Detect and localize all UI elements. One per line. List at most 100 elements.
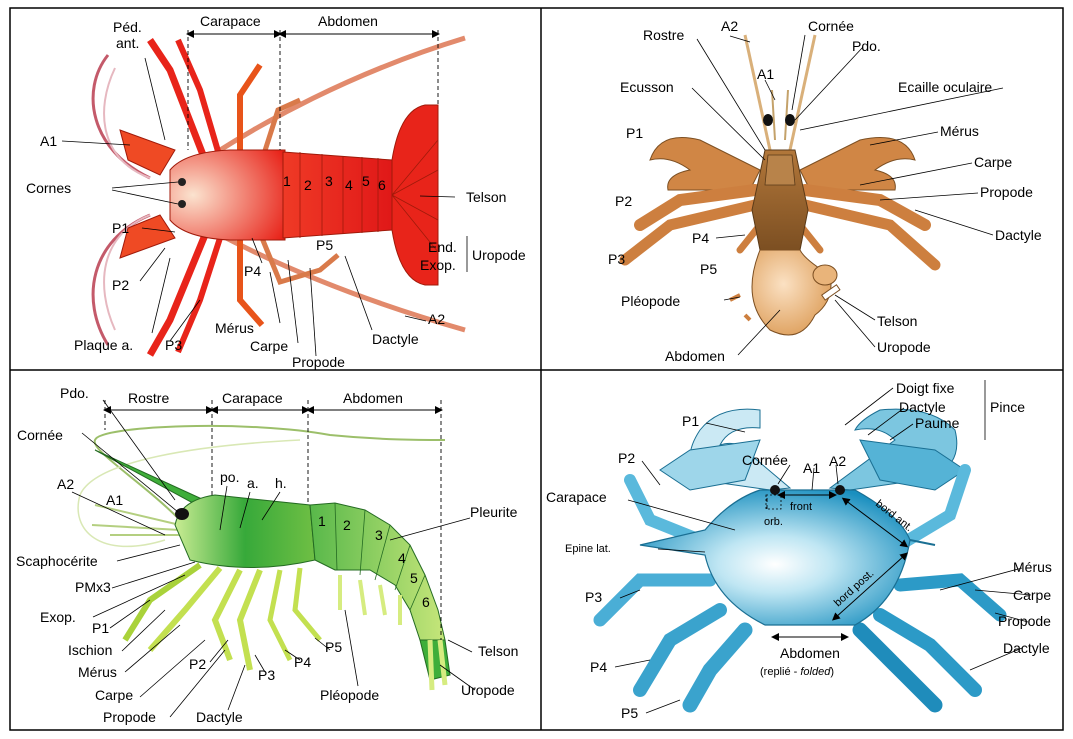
crab-abdomen-label: Abdomen	[780, 645, 840, 661]
shrimp-segment: 5	[410, 570, 418, 586]
hermit-ecaille-label: Ecaille oculaire	[898, 79, 992, 95]
hermit-ecusson-label: Ecusson	[620, 79, 674, 95]
shrimp-segment: 2	[343, 517, 351, 533]
lobster-uropode-label: Uropode	[472, 247, 526, 263]
shrimp-a1-label: A1	[106, 492, 123, 508]
lobster-p2-label: P2	[112, 277, 129, 293]
shrimp-h-label: h.	[275, 475, 287, 491]
lobster-carapace-section: Carapace	[200, 13, 261, 29]
lobster-p3-label: P3	[165, 337, 182, 353]
lobster-a2-label: A2	[428, 311, 445, 327]
crab-pince-label: Pince	[990, 399, 1025, 415]
outer-frame	[10, 8, 1063, 730]
lobster-abdomen-section: Abdomen	[318, 13, 378, 29]
shrimp-telson-label: Telson	[478, 643, 518, 659]
crab-replie-label: (replié - folded)	[760, 666, 834, 678]
hermit-uropode-label: Uropode	[877, 339, 931, 355]
shrimp-exop-label: Exop.	[40, 609, 76, 625]
shrimp-pleurite-label: Pleurite	[470, 504, 518, 520]
lobster-segment: 6	[378, 177, 386, 193]
crab-carapace-label: Carapace	[546, 489, 607, 505]
hermit-telson-label: Telson	[877, 313, 917, 329]
shrimp-propode-label: Propode	[103, 709, 156, 725]
hermit-p5-label: P5	[700, 261, 717, 277]
crab-a2-label: A2	[829, 453, 846, 469]
hermit-merus-label: Mérus	[940, 123, 979, 139]
lobster-plaque-label: Plaque a.	[74, 337, 133, 353]
hermit-abdomen-label: Abdomen	[665, 348, 725, 364]
crab-paume-label: Paume	[915, 415, 960, 431]
shrimp-pdo-label: Pdo.	[60, 385, 89, 401]
shrimp-abdomen-section: Abdomen	[343, 390, 403, 406]
hermit-cornee-label: Cornée	[808, 18, 854, 34]
lobster-carpe-label: Carpe	[250, 338, 288, 354]
lobster-segment: 5	[362, 173, 370, 189]
crab-front-label: front	[790, 501, 812, 513]
crab-p2-label: P2	[618, 450, 635, 466]
lobster-segment: 3	[325, 173, 333, 189]
crab-doigt-label: Doigt fixe	[896, 380, 955, 396]
lobster-exop-label: Exop.	[420, 257, 456, 273]
shrimp-cornee-label: Cornée	[17, 427, 63, 443]
crab-p1-label: P1	[682, 413, 699, 429]
lobster-a1-label: A1	[40, 133, 57, 149]
hermit-a1-label: A1	[757, 66, 774, 82]
crab-epine-label: Epine lat.	[565, 543, 611, 555]
crab-merus-label: Mérus	[1013, 559, 1052, 575]
shrimp-segment: 4	[398, 550, 406, 566]
crab-propode-label: Propode	[998, 613, 1051, 629]
shrimp-p1-label: P1	[92, 620, 109, 636]
shrimp-carapace-section: Carapace	[222, 390, 283, 406]
hermit-a2-label: A2	[721, 18, 738, 34]
crab-dactyle-label: Dactyle	[1003, 640, 1050, 656]
hermit-p2-label: P2	[615, 193, 632, 209]
crab-p4-label: P4	[590, 659, 607, 675]
shrimp-carpe-label: Carpe	[95, 687, 133, 703]
shrimp-merus-label: Mérus	[78, 664, 117, 680]
shrimp-a-label: a.	[247, 475, 259, 491]
lobster-p4-label: P4	[244, 263, 261, 279]
shrimp-p4-label: P4	[294, 654, 311, 670]
lobster-p5-label: P5	[316, 237, 333, 253]
crab-dactyle-pince-label: Dactyle	[899, 399, 946, 415]
crab-p5-label: P5	[621, 705, 638, 721]
crab-carpe-label: Carpe	[1013, 587, 1051, 603]
shrimp-segment: 6	[422, 594, 430, 610]
crab-orb-label: orb.	[764, 516, 783, 528]
crab-cornee-label: Cornée	[742, 452, 788, 468]
lobster-segment: 2	[304, 177, 312, 193]
hermit-pdo-label: Pdo.	[852, 38, 881, 54]
lobster-ped-ant-label: Péd.ant.	[113, 19, 142, 51]
crab-panel: front orb. bord ant. bord post. Doigt fi…	[546, 380, 1052, 721]
hermit-p1-label: P1	[626, 125, 643, 141]
hermit-propode-label: Propode	[980, 184, 1033, 200]
hermit-p4-label: P4	[692, 230, 709, 246]
lobster-dactyle-label: Dactyle	[372, 331, 419, 347]
shrimp-p5-label: P5	[325, 639, 342, 655]
lobster-segment: 4	[345, 177, 353, 193]
hermit-rostre-label: Rostre	[643, 27, 684, 43]
shrimp-a2-label: A2	[57, 476, 74, 492]
shrimp-p2-label: P2	[189, 656, 206, 672]
crab-p3-label: P3	[585, 589, 602, 605]
lobster-telson-label: Telson	[466, 189, 506, 205]
lobster-panel: 1 2 3 4 5 6 Carapace Abdomen Péd.ant. A	[26, 13, 526, 370]
hermit-carpe-label: Carpe	[974, 154, 1012, 170]
shrimp-ischion-label: Ischion	[68, 642, 112, 658]
lobster-merus-label: Mérus	[215, 320, 254, 336]
lobster-end-label: End.	[428, 239, 457, 255]
shrimp-po-label: po.	[220, 469, 239, 485]
shrimp-p3-label: P3	[258, 667, 275, 683]
shrimp-pleopode-label: Pléopode	[320, 687, 379, 703]
shrimp-dactyle-label: Dactyle	[196, 709, 243, 725]
lobster-propode-label: Propode	[292, 354, 345, 370]
shrimp-scapho-label: Scaphocérite	[16, 553, 98, 569]
shrimp-panel: 1 2 3 4 5 6 po. a. h. Rostre Carapace Ab…	[16, 385, 518, 725]
shrimp-segment: 3	[375, 527, 383, 543]
crab-a1-label: A1	[803, 460, 820, 476]
shrimp-rostre-section: Rostre	[128, 390, 169, 406]
lobster-p1-label: P1	[112, 220, 129, 236]
shrimp-uropode-label: Uropode	[461, 682, 515, 698]
